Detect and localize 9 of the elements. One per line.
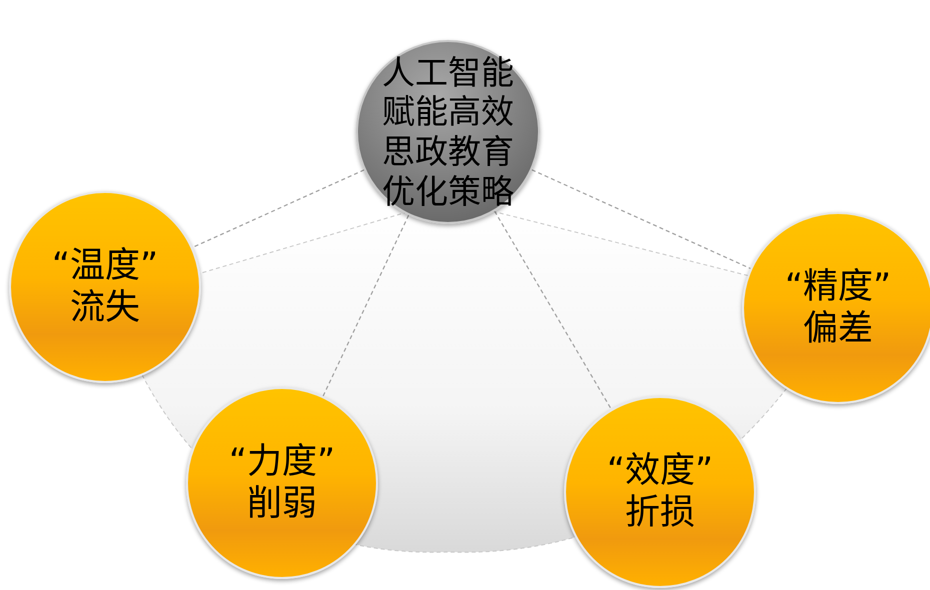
dashed-connector <box>532 169 751 270</box>
dashed-connector <box>192 169 364 248</box>
dashed-connector <box>494 210 612 410</box>
circle-label: “精度”偏差 <box>784 266 892 350</box>
circle-label: “温度”流失 <box>50 245 160 329</box>
dashed-connector <box>322 214 410 396</box>
circle-label: 人工智能赋能高效思政教育优化策略 <box>380 52 515 212</box>
circle-label: “效度”折损 <box>606 450 714 534</box>
circle-label: “力度”削弱 <box>228 441 336 525</box>
